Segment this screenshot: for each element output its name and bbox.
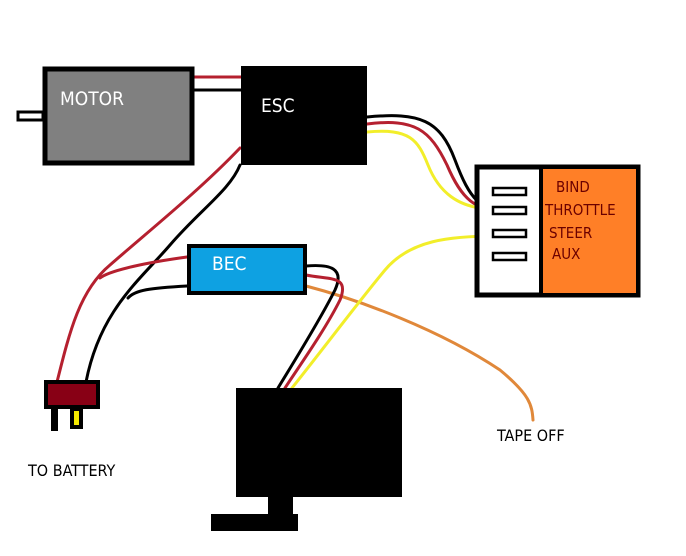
battery-label: TO BATTERY [27, 461, 116, 480]
servo-stem [268, 496, 293, 516]
motor-shaft [16, 110, 45, 122]
battery-plug-pin-yellow [70, 407, 83, 429]
wire-esc-battery-red [55, 146, 242, 384]
motor-body [42, 66, 195, 166]
wire-rx-servo-yellow [290, 234, 499, 390]
wire-esc-rx-yellow [365, 129, 482, 210]
battery-plug-pin-black [51, 407, 58, 431]
esc-label: ESC [261, 95, 295, 117]
wire-bec-servo-red [283, 273, 345, 390]
servo-base [211, 514, 298, 531]
servo-body [236, 388, 402, 497]
wire-esc-battery-black [84, 163, 242, 384]
receiver-channel-bind: BIND [556, 178, 590, 196]
receiver-port-throttle [491, 205, 528, 216]
tape-off-label: TAPE OFF [496, 426, 565, 445]
receiver-channel-steer: STEER [549, 224, 592, 242]
bec-label: BEC [212, 253, 247, 275]
receiver-port-aux [491, 251, 528, 262]
bec-body [187, 244, 307, 295]
battery-plug [44, 380, 100, 409]
receiver-channel-aux: AUX [552, 245, 580, 263]
receiver-port-steer [491, 228, 528, 239]
receiver-label-panel [542, 169, 636, 293]
esc-body [241, 66, 367, 165]
motor-label: MOTOR [60, 88, 124, 110]
wire-bec-in-black [126, 284, 189, 300]
wire-bec-out-orange [304, 284, 535, 422]
receiver-channel-throttle: THROTTLE [544, 201, 616, 219]
wire-bec-in-red [98, 255, 189, 280]
wire-bec-servo-black [276, 264, 340, 390]
receiver-port-bind [491, 186, 528, 197]
